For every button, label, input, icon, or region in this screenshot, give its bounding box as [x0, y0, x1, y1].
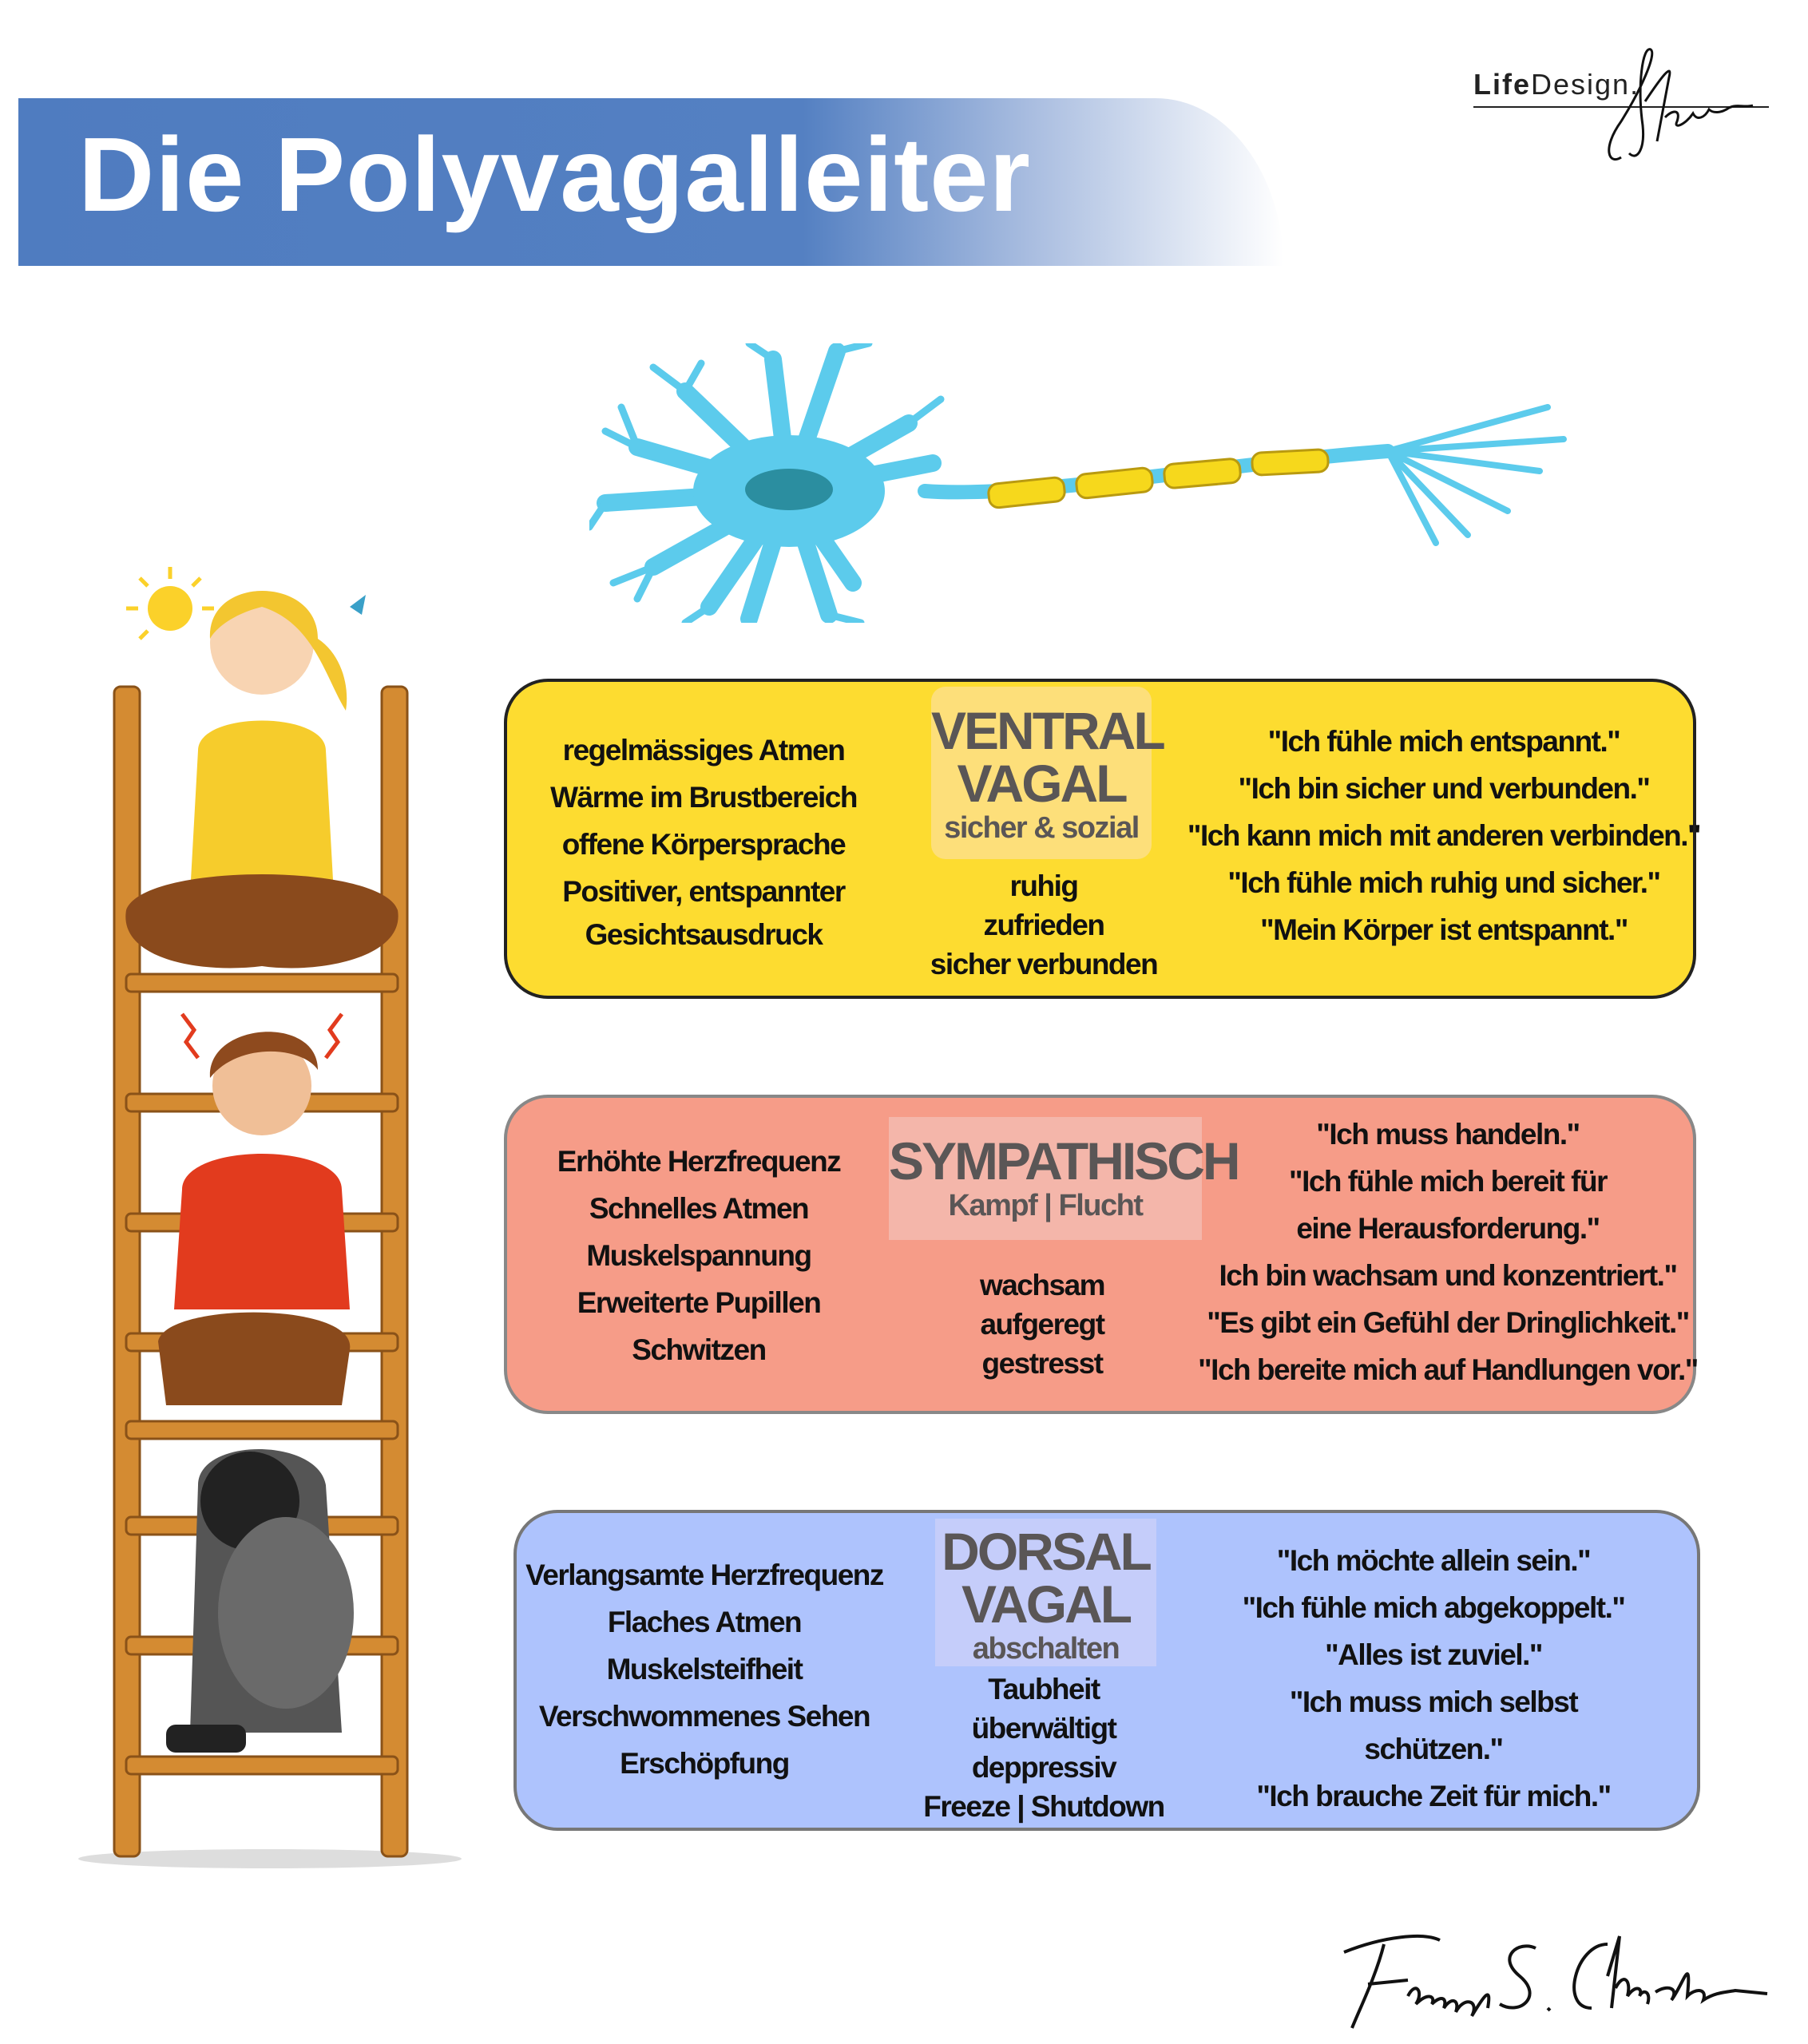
calm-person [125, 591, 398, 969]
sympathisch-label: SYMPATHISCH Kampf | Flucht [889, 1117, 1241, 1240]
dorsal-body-signs: Verlangsamte Herzfrequenz Flaches Atmen … [525, 1559, 884, 1780]
dorsal-feelings: Taubheit überwältigt deppressiv Freeze |… [923, 1673, 1165, 1823]
ventral-vagal-panel: regelmässiges Atmen Wärme im Brustbereic… [504, 679, 1702, 999]
sympathisch-feelings: wachsam aufgeregt gestresst [979, 1269, 1106, 1380]
butterfly-icon [350, 595, 366, 615]
dorsal-quotes: "Ich möchte allein sein." "Ich fühle mic… [1242, 1544, 1626, 1812]
ladder-illustration [78, 567, 462, 1868]
title-banner: Die Polyvagalleiter [18, 98, 1283, 266]
ventral-body-signs: regelmässiges Atmen Wärme im Brustbereic… [550, 734, 858, 951]
author-signature [1343, 1935, 1768, 2029]
withdrawn-person [166, 1449, 354, 1753]
studio-script-icon [1608, 48, 1754, 161]
page-title: Die Polyvagalleiter [78, 116, 1031, 233]
alert-person [158, 1012, 351, 1405]
dorsal-vagal-panel: Verlangsamte Herzfrequenz Flaches Atmen … [513, 1510, 1700, 1831]
sympathisch-body-signs: Erhöhte Herzfrequenz Schnelles Atmen Mus… [557, 1145, 842, 1366]
lifedesign-studio-logo: LifeDesign. [1473, 46, 1777, 165]
neuron-illustration [589, 343, 1567, 623]
ventral-vagal-label: VENTRAL VAGAL sicher & sozial [931, 687, 1166, 859]
ventral-quotes: "Ich fühle mich entspannt." "Ich bin sic… [1187, 725, 1702, 946]
sympathisch-quotes: "Ich muss handeln." "Ich fühle mich bere… [1198, 1118, 1699, 1386]
dorsal-vagal-label: DORSAL VAGAL abschalten [935, 1519, 1156, 1666]
ventral-feelings: ruhig zufrieden sicher verbunden [930, 869, 1159, 980]
sympathisch-panel: Erhöhte Herzfrequenz Schnelles Atmen Mus… [504, 1095, 1699, 1414]
sun-icon [148, 586, 192, 631]
